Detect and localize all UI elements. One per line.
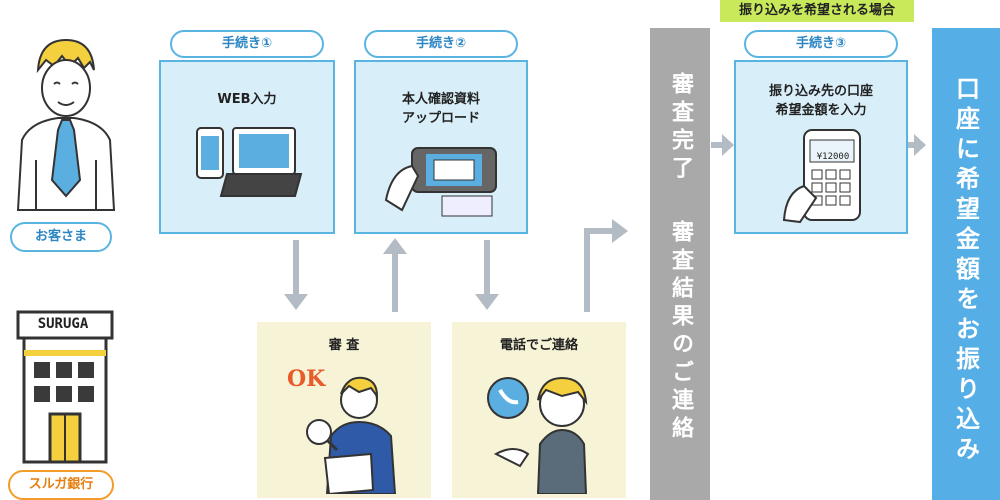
arrowhead-step3-transfer <box>914 134 926 156</box>
step3-title: 振り込み先の口座 希望金額を入力 <box>768 84 873 118</box>
phone-amount-illustration <box>782 129 861 224</box>
review-title: 審 査 <box>328 338 360 353</box>
step2-title: 本人確認資料 アップロード <box>401 92 480 126</box>
arrow-step3-transfer <box>906 142 918 148</box>
laptop-phone-illustration <box>196 127 303 197</box>
arrow-phone-up <box>584 230 590 312</box>
review-card: 審 査 OK <box>257 322 431 498</box>
transfer-band: 口座に希望金額をお振り込み <box>932 28 1000 500</box>
arrow-step1-down <box>293 240 299 296</box>
reviewer-illustration <box>306 376 397 494</box>
bank-sign: SURUGA <box>37 316 89 332</box>
arrow-review-up <box>392 252 398 312</box>
step1-card: WEB入力 <box>159 60 335 234</box>
bank-label: スルガ銀行 <box>8 470 114 500</box>
amount-display: ¥12000 <box>816 152 850 162</box>
step1-tag: 手続き① <box>170 30 324 58</box>
transfer-note: 振り込みを希望される場合 <box>720 0 914 22</box>
step2-tag: 手続き② <box>364 30 518 58</box>
customer-illustration <box>0 30 130 230</box>
arrowhead-phone-right <box>612 219 628 243</box>
bank-building-illustration <box>10 292 120 464</box>
arrowhead-review-up <box>383 238 407 254</box>
step3-tag: 手続き③ <box>744 30 898 58</box>
arrow-phone-right <box>584 228 614 234</box>
review-result-text: 審査結果のご連絡 <box>668 220 693 444</box>
operator-illustration <box>487 376 588 494</box>
step3-card: 振り込み先の口座 希望金額を入力 ¥12000 <box>734 60 908 234</box>
phone-contact-title: 電話でご連絡 <box>499 338 578 353</box>
arrow-band-step3 <box>711 142 725 148</box>
arrowhead-band-step3 <box>722 134 734 156</box>
id-upload-illustration <box>384 147 497 217</box>
arrow-step2-down <box>484 240 490 296</box>
arrowhead-step2-down <box>475 294 499 310</box>
step1-title: WEB入力 <box>217 92 277 107</box>
review-complete-text: 審査完了 <box>668 72 693 184</box>
review-band: 審査完了 審査結果のご連絡 <box>650 28 710 500</box>
customer-label: お客さま <box>10 222 112 252</box>
arrowhead-step1-down <box>284 294 308 310</box>
transfer-text: 口座に希望金額をお振り込み <box>951 76 980 466</box>
ok-text: OK <box>287 366 326 392</box>
step2-card: 本人確認資料 アップロード <box>354 60 528 234</box>
phone-contact-card: 電話でご連絡 <box>452 322 626 498</box>
